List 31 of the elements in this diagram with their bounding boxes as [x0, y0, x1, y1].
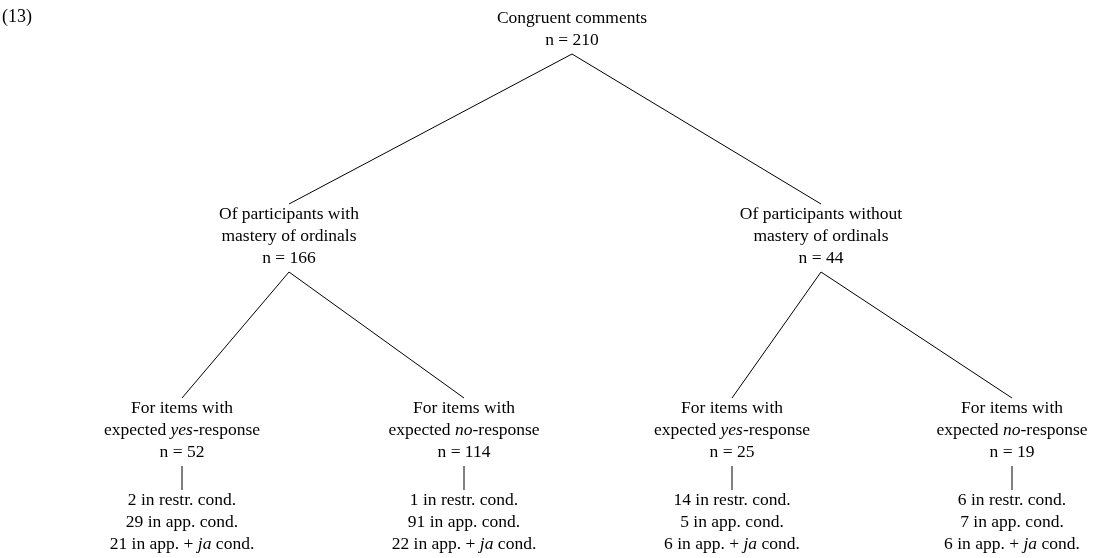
node-text: n = 19: [988, 440, 1036, 462]
node-text: n = 52: [158, 440, 206, 462]
node-text: 7 in app. cond.: [959, 510, 1065, 532]
node-text: 21 in app. + ja cond.: [108, 532, 256, 554]
example-number: (13): [2, 6, 32, 27]
connector-line: [288, 53, 573, 205]
node-text: 2 in restr. cond.: [126, 488, 238, 510]
node-text: 6 in app. + ja cond.: [943, 532, 1081, 554]
node-text: n = 210: [544, 28, 600, 50]
connector-line: [463, 465, 465, 491]
connector-line: [731, 465, 733, 491]
node-text: 29 in app. cond.: [124, 510, 240, 532]
connector-line: [288, 271, 465, 399]
connector-line: [820, 271, 1013, 399]
connector-line: [181, 271, 290, 399]
node-text: 6 in restr. cond.: [956, 488, 1068, 510]
node-text: n = 44: [797, 246, 845, 268]
node-text: 6 in app. + ja cond.: [663, 532, 801, 554]
node-text: n = 166: [261, 246, 317, 268]
connector-line: [571, 53, 822, 205]
node-text: n = 114: [436, 440, 492, 462]
node-text: 14 in restr. cond.: [672, 488, 792, 510]
node-text: 5 in app. cond.: [679, 510, 785, 532]
connector-line: [181, 465, 183, 491]
node-text: 22 in app. + ja cond.: [390, 532, 538, 554]
node-text: 91 in app. cond.: [406, 510, 522, 532]
connector-line: [1011, 465, 1013, 491]
connector-line: [731, 271, 822, 399]
node-text: 1 in restr. cond.: [408, 488, 520, 510]
node-text: Congruent comments: [495, 6, 649, 28]
node-text: n = 25: [708, 440, 756, 462]
